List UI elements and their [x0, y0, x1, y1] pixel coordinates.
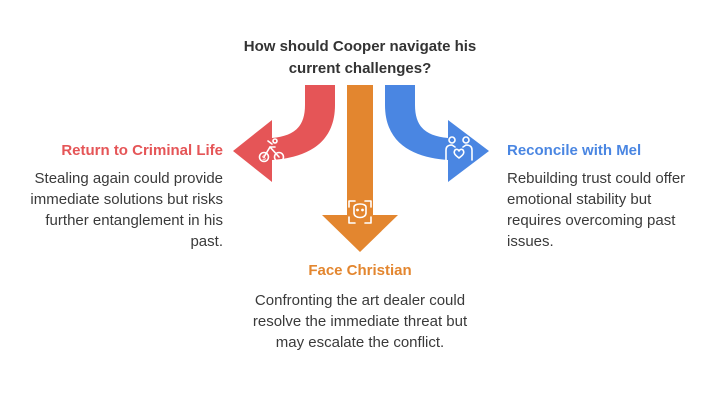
- face-scan-icon: [348, 200, 372, 224]
- option-title-reconcile-mel: Reconcile with Mel: [507, 142, 642, 159]
- diagram-question: How should Cooper navigate his current c…: [243, 38, 477, 77]
- arrow-right: [385, 85, 489, 182]
- option-title-face-christian: Face Christian: [308, 262, 412, 279]
- option-title-criminal-life: Return to Criminal Life: [61, 142, 223, 159]
- bicycle-money-icon: $: [258, 138, 285, 163]
- people-heart-icon: [445, 136, 473, 161]
- arrow-left: [233, 85, 335, 182]
- svg-text:$: $: [262, 154, 266, 162]
- option-description-face-christian: Confronting the art dealer could resolve…: [252, 292, 468, 351]
- arrow-center: [322, 85, 398, 252]
- option-description-criminal-life: Stealing again could provide immediate s…: [30, 170, 223, 250]
- option-description-reconcile-mel: Rebuilding trust could offer emotional s…: [507, 170, 686, 250]
